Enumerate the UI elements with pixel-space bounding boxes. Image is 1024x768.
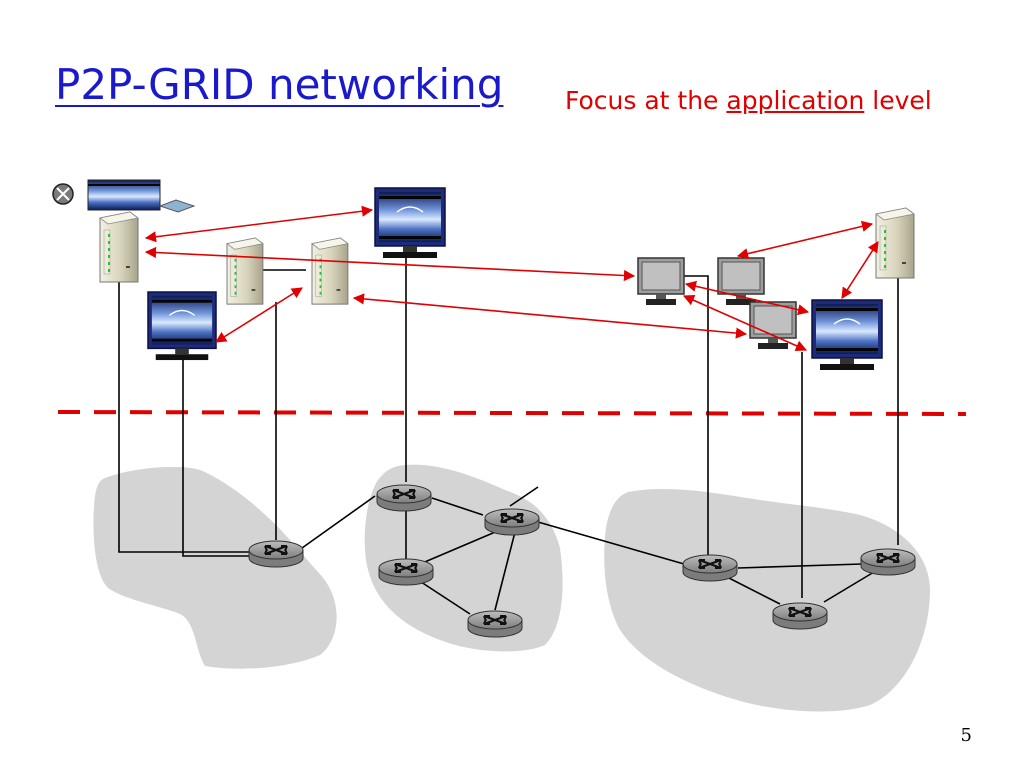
crt-monitor-icon xyxy=(147,291,217,361)
subtitle-suffix: level xyxy=(864,86,932,115)
router-right-left xyxy=(681,553,739,583)
router-left xyxy=(247,539,305,569)
overlay-arrow xyxy=(215,287,303,343)
server-tower-icon xyxy=(226,237,264,305)
desktop-pc-icon xyxy=(717,257,765,306)
desktop-pc-icon xyxy=(637,257,685,306)
overlay-arrow xyxy=(736,220,874,260)
router-mid-bottom-left xyxy=(377,557,435,587)
subtitle-prefix: Focus at the xyxy=(565,86,727,115)
server-tower-icon xyxy=(311,237,349,305)
server-tower-icon xyxy=(99,211,139,283)
subtitle-emphasis: application xyxy=(726,86,865,115)
page-number: 5 xyxy=(960,725,972,746)
application-level-divider xyxy=(57,410,967,416)
slide-title: P2P-GRID networking xyxy=(55,60,504,109)
slide-subtitle: Focus at the application level xyxy=(565,86,932,115)
overlay-arrow xyxy=(682,294,808,352)
overlay-connections xyxy=(144,205,879,352)
crt-monitor-icon xyxy=(811,299,883,371)
router-mid-bottom xyxy=(466,609,524,639)
overlay-arrow xyxy=(144,246,636,282)
overlay-arrow xyxy=(841,241,879,299)
router-mid-right xyxy=(483,507,541,537)
overlay-arrow xyxy=(352,293,748,339)
overlay-arrow xyxy=(144,205,374,243)
crt-monitor-icon xyxy=(374,187,446,259)
laptop-icon xyxy=(52,179,196,213)
router-right-right xyxy=(859,547,917,577)
router-right-bottom xyxy=(771,601,829,631)
server-tower-icon xyxy=(875,207,915,279)
router-mid-top xyxy=(375,483,433,513)
network-links xyxy=(118,258,899,615)
network-cloud-left xyxy=(93,466,337,669)
network-cloud-right xyxy=(604,489,930,712)
